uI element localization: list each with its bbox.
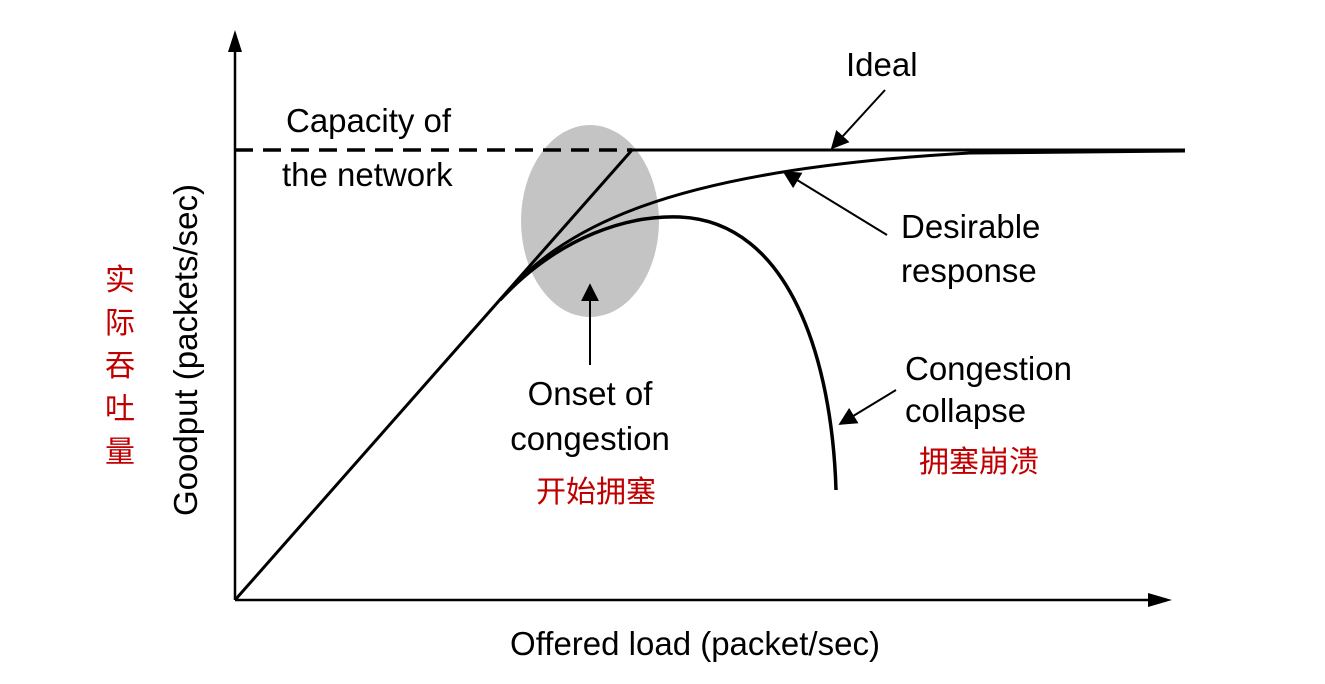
y-axis-label: Goodput (packets/sec): [167, 184, 204, 516]
y-axis-arrow-icon: [228, 30, 242, 52]
series-ideal: [233, 148, 1185, 601]
y-axis-label-cn-char: 吞: [105, 349, 135, 384]
ideal-arrow: [830, 89, 886, 150]
y-axis-label-cn-char: 际: [105, 306, 135, 341]
label-onset-line2: congestion: [510, 420, 670, 457]
label-desirable-line2: response: [901, 252, 1037, 289]
x-axis-label: Offered load (packet/sec): [510, 625, 880, 662]
label-capacity-line2: the network: [282, 156, 453, 193]
collapse-arrow: [838, 389, 897, 425]
label-desirable-line1: Desirable: [901, 208, 1040, 245]
label-onset-line1: Onset of: [528, 375, 654, 412]
y-axis-label-cn-char: 吐: [105, 392, 135, 427]
label-onset-cn: 开始拥塞: [536, 475, 656, 510]
label-collapse-cn: 拥塞崩溃: [919, 445, 1039, 480]
y-axis-label-cn: 实际吞吐量: [105, 263, 135, 470]
y-axis-label-cn-char: 实: [105, 263, 135, 298]
x-axis-arrow-icon: [1148, 593, 1172, 607]
label-collapse-line1: Congestion: [905, 350, 1072, 387]
series-congestion-collapse: [498, 215, 838, 491]
label-collapse-line2: collapse: [905, 392, 1026, 429]
onset-region: [521, 125, 659, 317]
desirable-arrow: [782, 171, 888, 236]
label-capacity-line1: Capacity of: [286, 102, 452, 139]
y-axis-label-cn-char: 量: [105, 435, 135, 470]
label-ideal: Ideal: [846, 46, 918, 83]
